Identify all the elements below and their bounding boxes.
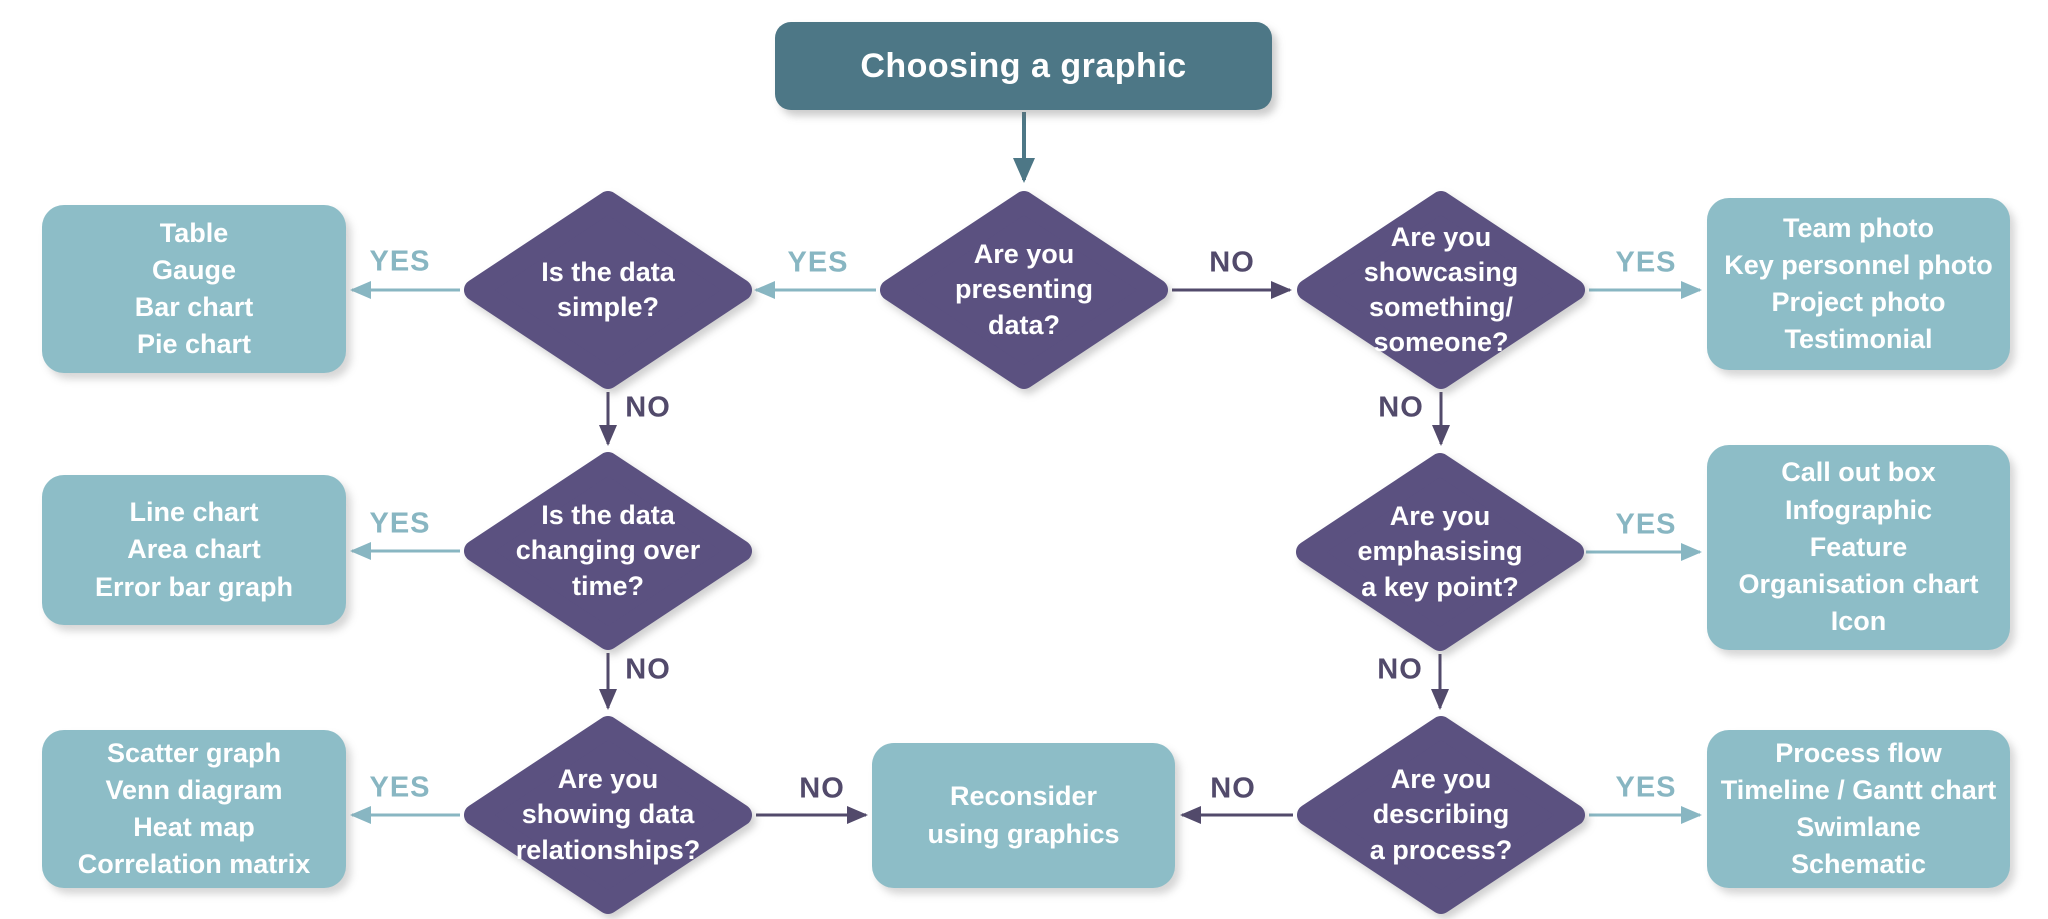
diamond-shape <box>1296 453 1584 651</box>
diamond-shape <box>1297 191 1585 389</box>
decision-data-relationships-label: Are you showing data relationships? <box>515 764 701 865</box>
label-emphasising-no: NO <box>1377 653 1423 686</box>
result-showcase: Team photo Key personnel photo Project p… <box>1707 198 2010 370</box>
result-relationships-label: Scatter graph Venn diagram Heat map Corr… <box>77 737 311 880</box>
result-emphasis-label: Call out box Infographic Feature Organis… <box>1738 457 1979 637</box>
decision-data-changing-label: Is the data changing over time? <box>515 500 701 601</box>
result-reconsider: Reconsider using graphics <box>872 743 1175 888</box>
diamond-shape <box>1297 716 1585 914</box>
result-simple-data-label: Table Gauge Bar chart Pie chart <box>134 217 254 360</box>
label-simple-no: NO <box>625 391 671 424</box>
result-time-series-label: Line chart Area chart Error bar graph <box>94 497 294 602</box>
diamond-shape <box>464 191 752 389</box>
diamond-shape <box>464 716 752 914</box>
label-relationships-no: NO <box>799 772 845 805</box>
label-process-yes: YES <box>1615 771 1677 804</box>
decision-describing-process: Are you describing a process? <box>1296 715 1586 915</box>
decision-data-simple-label: Is the data simple? <box>541 256 675 322</box>
decision-presenting-data-label: Are you presenting data? <box>954 239 1094 340</box>
result-emphasis: Call out box Infographic Feature Organis… <box>1707 445 2010 650</box>
label-relationships-yes: YES <box>369 771 431 804</box>
title-node: Choosing a graphic <box>775 22 1272 110</box>
label-emphasising-yes: YES <box>1615 508 1677 541</box>
result-process-label: Process flow Timeline / Gantt chart Swim… <box>1720 737 1997 880</box>
label-simple-yes: YES <box>369 245 431 278</box>
decision-describing-process-label: Are you describing a process? <box>1369 764 1513 865</box>
result-simple-data: Table Gauge Bar chart Pie chart <box>42 205 346 373</box>
decision-data-changing: Is the data changing over time? <box>463 451 753 651</box>
diamond-shape <box>464 452 752 650</box>
label-presenting-yes: YES <box>787 246 849 279</box>
result-showcase-label: Team photo Key personnel photo Project p… <box>1724 212 1993 355</box>
result-relationships: Scatter graph Venn diagram Heat map Corr… <box>42 730 346 888</box>
decision-emphasising-label: Are you emphasising a key point? <box>1357 501 1523 602</box>
label-presenting-no: NO <box>1209 246 1255 279</box>
decision-showcasing-label: Are you showcasing something/ someone? <box>1363 221 1519 358</box>
decision-presenting-data: Are you presenting data? <box>879 190 1169 390</box>
decision-data-simple: Is the data simple? <box>463 190 753 390</box>
label-process-no: NO <box>1210 772 1256 805</box>
decision-data-relationships: Are you showing data relationships? <box>463 715 753 915</box>
result-process: Process flow Timeline / Gantt chart Swim… <box>1707 730 2010 888</box>
page-title: Choosing a graphic <box>860 46 1187 85</box>
label-changing-yes: YES <box>369 507 431 540</box>
result-reconsider-label: Reconsider using graphics <box>927 781 1120 849</box>
label-changing-no: NO <box>625 653 671 686</box>
label-showcasing-yes: YES <box>1615 246 1677 279</box>
decision-emphasising: Are you emphasising a key point? <box>1295 452 1585 652</box>
decision-showcasing: Are you showcasing something/ someone? <box>1296 190 1586 390</box>
label-showcasing-no: NO <box>1378 391 1424 424</box>
diamond-shape <box>880 191 1168 389</box>
result-time-series: Line chart Area chart Error bar graph <box>42 475 346 625</box>
